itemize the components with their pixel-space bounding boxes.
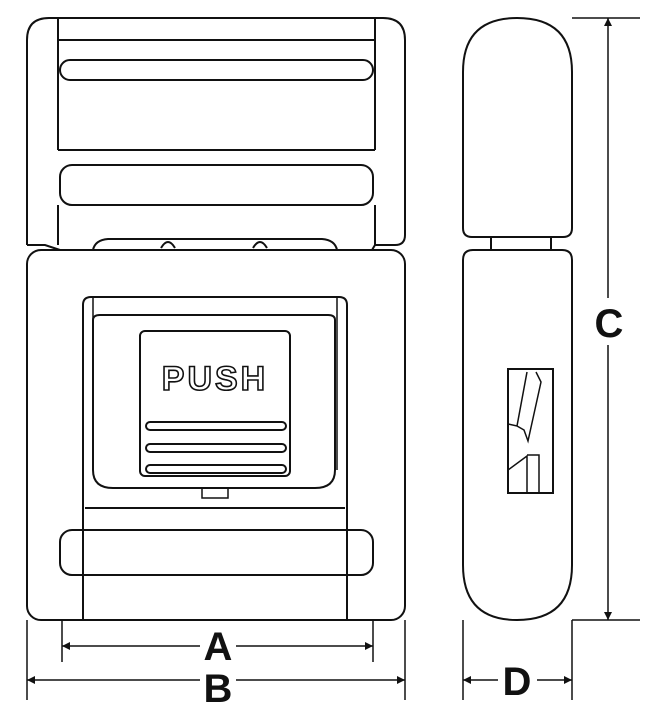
strap-bar: [26, 17, 406, 251]
dimension-label-c: C: [595, 302, 624, 346]
button-tab: [201, 487, 229, 499]
front-view: PUSH A B: [26, 17, 406, 711]
latch-window: [507, 368, 554, 494]
buckle-body: [26, 249, 406, 621]
push-label: PUSH: [162, 360, 268, 398]
dimension-label-b: B: [204, 667, 233, 711]
bottom-bar: [59, 529, 374, 576]
side-view: C D: [462, 16, 640, 704]
dimension-b: B: [26, 620, 406, 711]
hinge-connector: [92, 238, 338, 251]
push-button: PUSH: [92, 314, 336, 499]
grip-line: [145, 464, 287, 474]
dimension-a: A: [61, 620, 374, 669]
push-panel: [139, 330, 291, 477]
dimension-d: D: [462, 620, 573, 704]
grip-line: [145, 421, 287, 431]
grip-line: [145, 443, 287, 453]
side-cap: [462, 16, 573, 238]
dimension-label-a: A: [204, 625, 233, 669]
side-body: [462, 249, 573, 622]
dimension-label-d: D: [503, 660, 532, 704]
dimension-c: C: [572, 17, 640, 621]
